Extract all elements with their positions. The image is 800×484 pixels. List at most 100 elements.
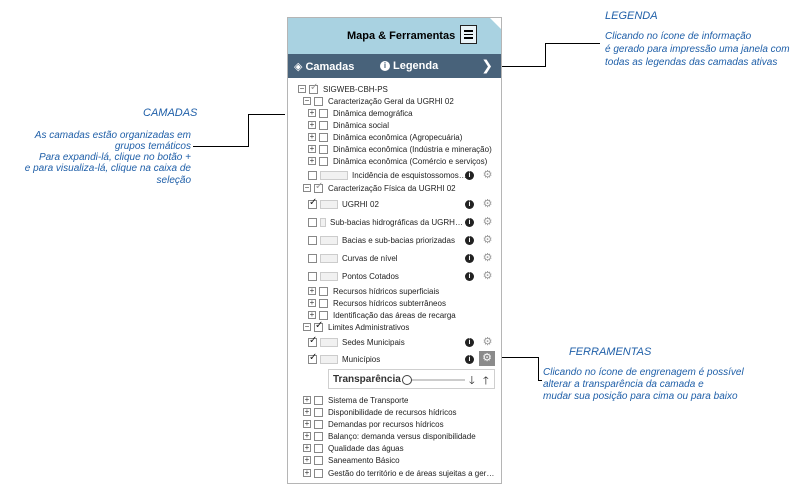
layer-label: Sub-bacias hidrográficas da UGRHI...: [330, 217, 463, 227]
group-disponibilidade: + Disponibilidade de recursos hídricos: [303, 406, 457, 418]
gear-icon[interactable]: ⚙: [482, 336, 493, 348]
collapse-button[interactable]: −: [298, 84, 306, 93]
tab-camadas[interactable]: ◈ Camadas: [294, 60, 355, 74]
info-icon[interactable]: i: [465, 272, 474, 281]
info-icon[interactable]: i: [465, 218, 474, 227]
chevron-right-icon[interactable]: ❯: [481, 57, 493, 73]
layer-checkbox[interactable]: [314, 443, 323, 453]
layer-label: Dinâmica econômica (Indústria e mineraçã…: [333, 144, 492, 154]
expand-button[interactable]: +: [308, 286, 316, 295]
expand-button[interactable]: +: [303, 431, 311, 440]
gear-icon[interactable]: ⚙: [479, 351, 495, 366]
gear-icon[interactable]: ⚙: [482, 169, 493, 181]
expand-button[interactable]: +: [308, 298, 316, 307]
ferramentas-annotation-title: FERRAMENTAS: [569, 346, 652, 358]
info-icon[interactable]: i: [465, 200, 474, 209]
expand-button[interactable]: +: [303, 443, 311, 452]
layer-checkbox[interactable]: [314, 395, 323, 405]
corner-fold: [490, 18, 501, 29]
layer-checkbox[interactable]: [308, 217, 317, 227]
layer-checkbox[interactable]: [319, 144, 328, 154]
expand-button[interactable]: +: [303, 419, 311, 428]
gear-icon[interactable]: ⚙: [482, 216, 493, 228]
layer-label: Caracterização Física da UGRHI 02: [328, 183, 456, 193]
layer-checkbox[interactable]: [319, 286, 328, 296]
collapse-button[interactable]: −: [303, 96, 311, 105]
layer-checkbox[interactable]: [308, 170, 317, 180]
expand-button[interactable]: +: [303, 395, 311, 404]
layer-bacias: Bacias e sub-bacias priorizadas: [308, 234, 455, 246]
layer-checkbox[interactable]: [308, 335, 317, 347]
expand-button[interactable]: +: [303, 468, 311, 477]
gear-icon[interactable]: ⚙: [482, 252, 493, 264]
expand-button[interactable]: +: [308, 144, 316, 153]
legenda-connector-v: [545, 43, 546, 67]
layer-checkbox[interactable]: [314, 419, 323, 429]
expand-button[interactable]: +: [303, 455, 311, 464]
layer-checkbox[interactable]: [314, 455, 323, 465]
arrow-down-icon[interactable]: 🡓: [469, 375, 475, 387]
layer-checkbox[interactable]: [314, 320, 323, 332]
expand-button[interactable]: +: [308, 120, 316, 129]
expand-button[interactable]: +: [303, 407, 311, 416]
transparency-label: Transparência: [333, 374, 401, 385]
layer-label: Identificação das áreas de recarga: [333, 310, 456, 320]
expand-button[interactable]: +: [308, 132, 316, 141]
layer-esquisto: Incidência de esquistossomose ...: [308, 169, 468, 181]
layer-checkbox[interactable]: [308, 352, 317, 364]
layer-label: Curvas de nível: [342, 253, 398, 263]
layer-checkbox[interactable]: [314, 468, 323, 478]
layer-checkbox[interactable]: [319, 120, 328, 130]
layer-checkbox[interactable]: [308, 197, 317, 209]
collapse-button[interactable]: −: [303, 183, 311, 192]
layer-checkbox[interactable]: [319, 298, 328, 308]
expand-button[interactable]: +: [308, 156, 316, 165]
tab-legenda[interactable]: i Legenda: [380, 60, 438, 72]
expand-button[interactable]: +: [308, 310, 316, 319]
info-icon[interactable]: i: [465, 171, 474, 180]
layer-checkbox[interactable]: [314, 181, 323, 193]
transparency-slider-track[interactable]: [407, 379, 465, 381]
layer-demografica: + Dinâmica demográfica: [308, 107, 413, 119]
layer-label: UGRHI 02: [342, 199, 379, 209]
layer-checkbox[interactable]: [309, 82, 318, 94]
layer-checkbox[interactable]: [314, 407, 323, 417]
group-limites: − Limites Administrativos: [303, 320, 409, 333]
legend-thumbnail: [320, 217, 326, 227]
gear-icon[interactable]: ⚙: [482, 198, 493, 210]
layer-checkbox[interactable]: [308, 253, 317, 263]
layer-municipios: Municípios: [308, 352, 380, 365]
group-qualidade: + Qualidade das águas: [303, 442, 404, 454]
layer-label: Dinâmica demográfica: [333, 108, 413, 118]
expand-button[interactable]: +: [308, 108, 316, 117]
layer-checkbox[interactable]: [319, 132, 328, 142]
info-icon[interactable]: i: [465, 236, 474, 245]
info-icon[interactable]: i: [465, 338, 474, 347]
hamburger-menu-button[interactable]: [460, 25, 477, 44]
info-icon[interactable]: i: [465, 254, 474, 263]
transparency-slider-knob[interactable]: [402, 375, 412, 385]
panel-header: Mapa & Ferramentas: [288, 18, 501, 54]
layer-agro: + Dinâmica econômica (Agropecuária): [308, 131, 462, 143]
camadas-connector-v: [248, 114, 249, 147]
info-icon[interactable]: i: [465, 355, 474, 364]
arrow-up-icon[interactable]: 🡑: [483, 375, 489, 387]
layer-checkbox[interactable]: [314, 431, 323, 441]
layer-checkbox[interactable]: [308, 271, 317, 281]
legend-thumbnail: [320, 253, 338, 263]
group-transporte: + Sistema de Transporte: [303, 394, 408, 406]
layer-checkbox[interactable]: [319, 156, 328, 166]
layer-label: Caracterização Geral da UGRHI 02: [328, 96, 454, 106]
gear-icon[interactable]: ⚙: [482, 270, 493, 282]
collapse-button[interactable]: −: [303, 322, 311, 331]
group-gestao: + Gestão do território e de áreas sujeit…: [303, 467, 498, 479]
legenda-annotation-line3: todas as legendas das camadas ativas: [605, 57, 778, 68]
gear-icon[interactable]: ⚙: [482, 234, 493, 246]
layer-sedes: Sedes Municipais: [308, 335, 405, 348]
layer-checkbox[interactable]: [308, 235, 317, 245]
tab-camadas-label: Camadas: [305, 60, 355, 73]
layer-checkbox[interactable]: [314, 96, 323, 106]
tree-root: − SIGWEB-CBH-PS: [298, 82, 388, 95]
layer-checkbox[interactable]: [319, 310, 328, 320]
layer-checkbox[interactable]: [319, 108, 328, 118]
